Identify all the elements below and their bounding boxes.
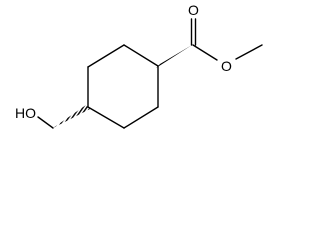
ring-bond-top-left — [87, 44, 125, 68]
ring-bond-bottom-right — [123, 106, 159, 129]
ring-bond-top-right — [123, 44, 159, 67]
ring-bond-bottom-left — [87, 106, 125, 129]
hydroxyl-bond — [37, 116, 54, 129]
carbonyl-oxygen-label: O — [188, 2, 199, 18]
ester-bond — [192, 44, 218, 61]
methyl-bond — [235, 44, 263, 60]
structure-diagram: O O HO — [15, 2, 263, 129]
wedge-bond-ester — [156, 45, 192, 68]
hash-bond-hydroxymethyl — [53, 105, 90, 128]
ester-oxygen-label: O — [221, 58, 232, 74]
cyclohexane-ring — [87, 44, 159, 129]
hydroxyl-label: HO — [15, 105, 36, 121]
